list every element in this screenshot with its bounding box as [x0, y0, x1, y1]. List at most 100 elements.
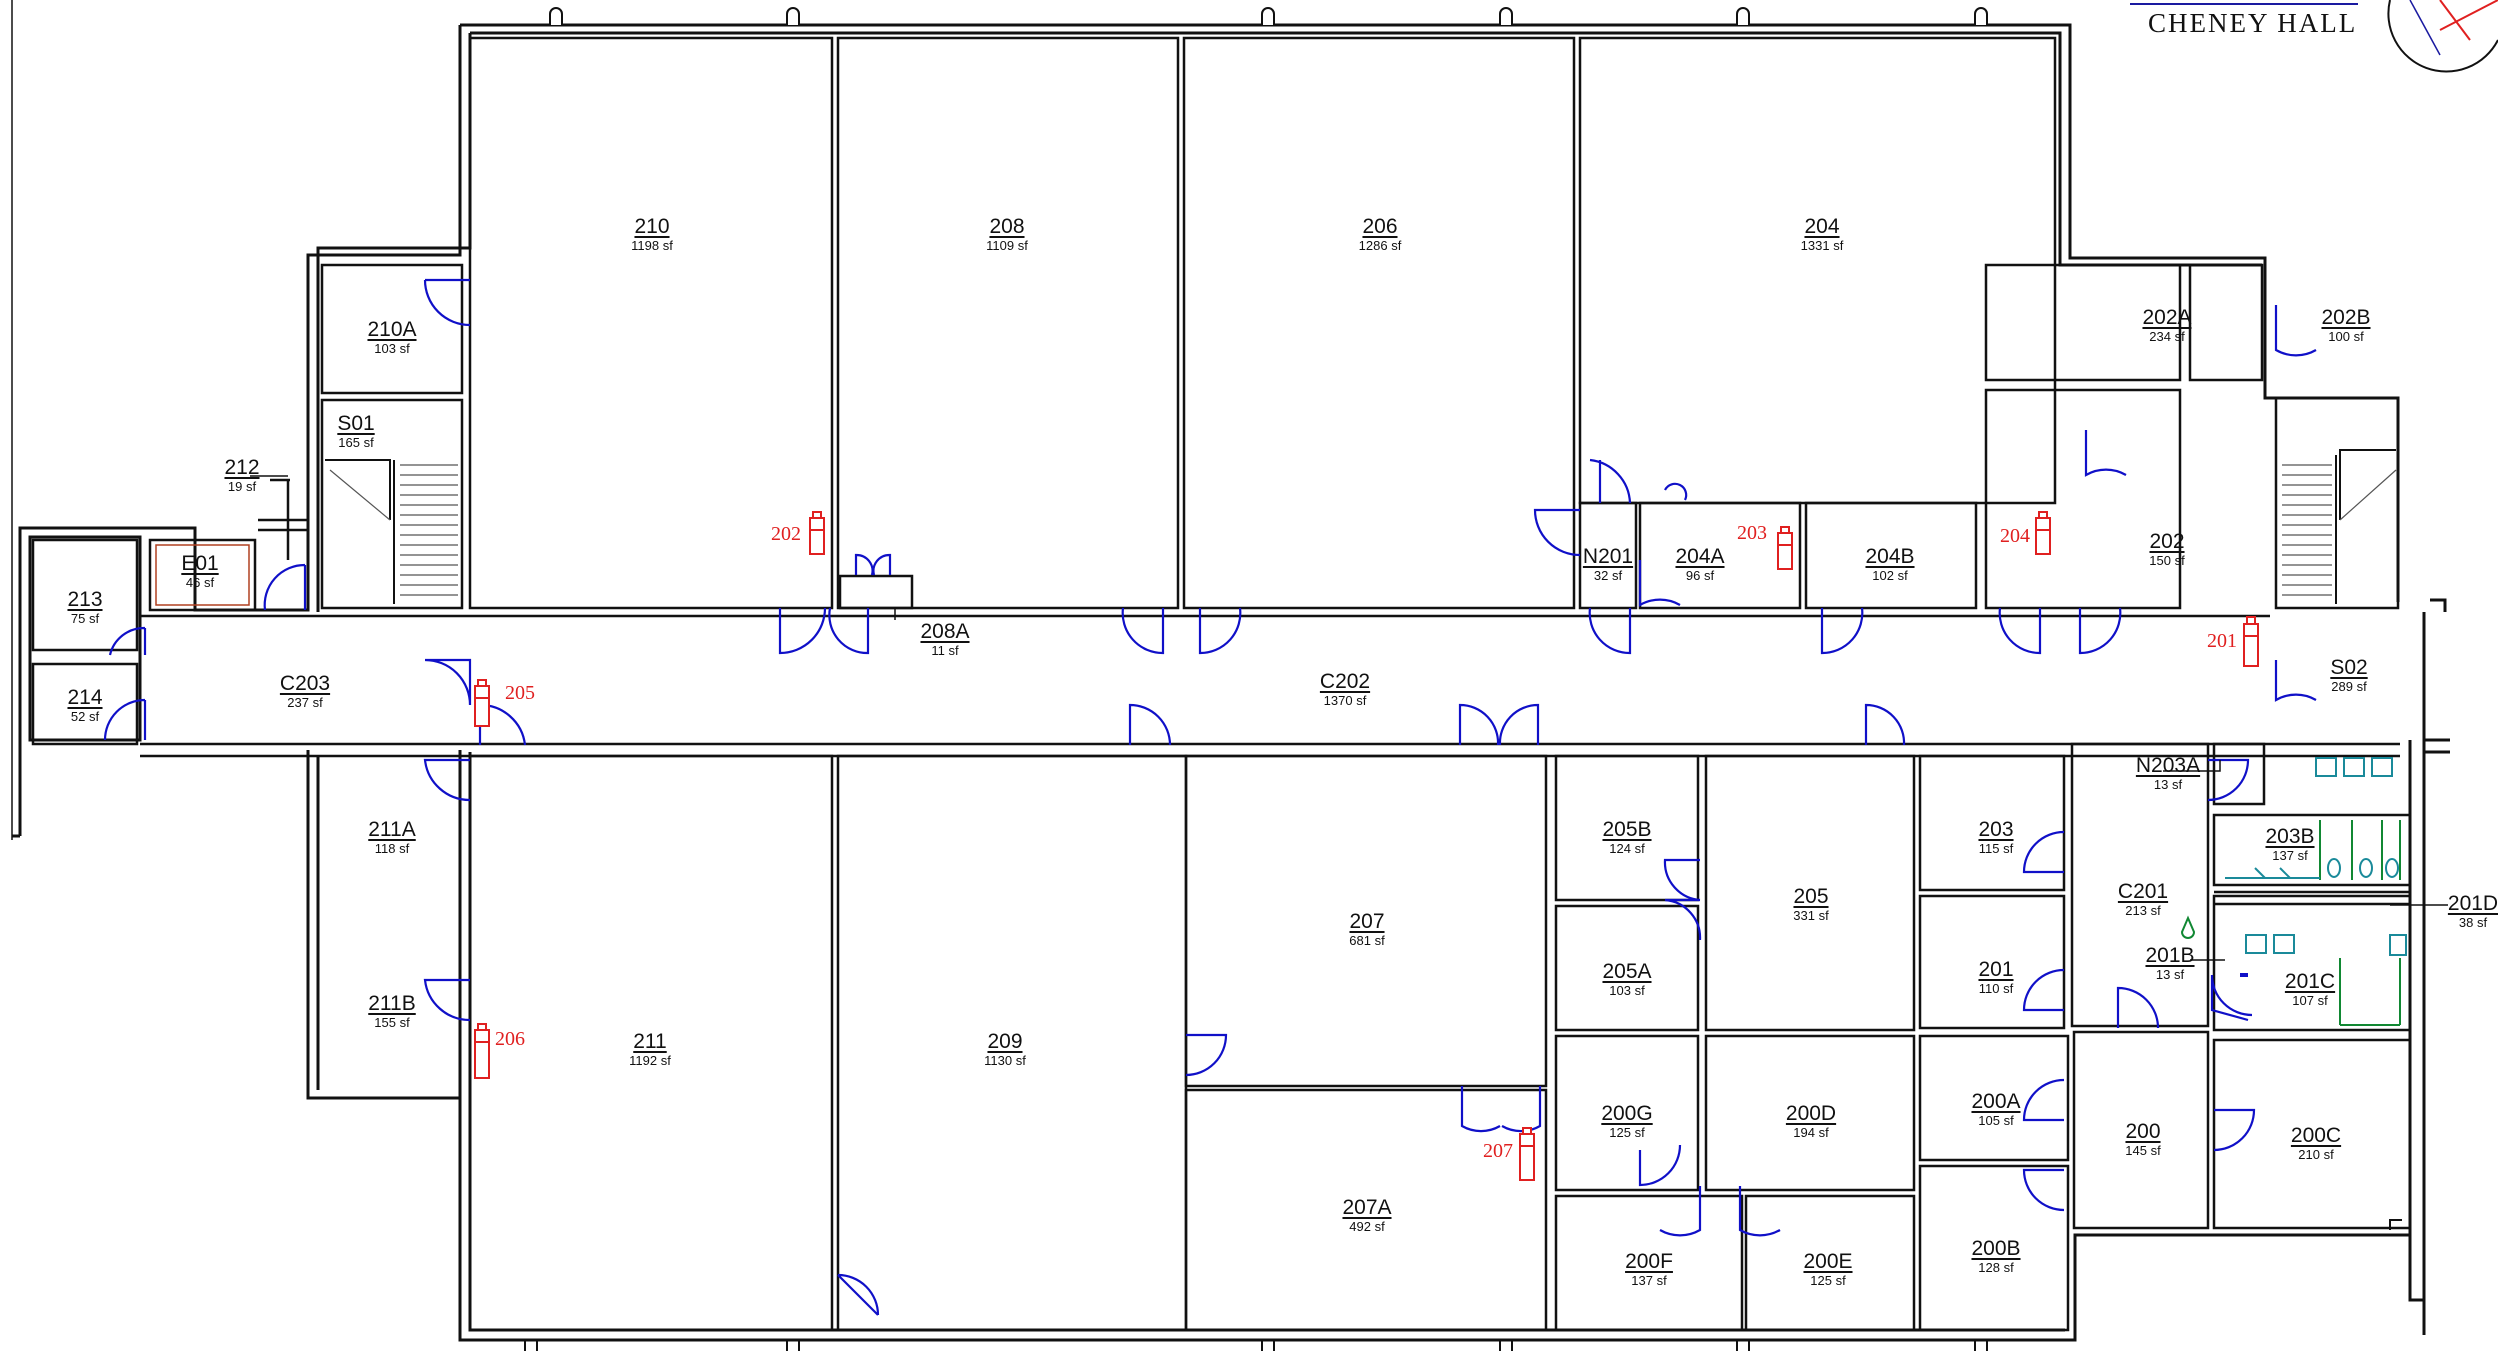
room-number: 204B [1865, 545, 1915, 568]
room-area: 115 sf [1978, 841, 2014, 857]
extinguisher-label: 202 [771, 523, 801, 545]
room-area: 1331 sf [1800, 238, 1844, 254]
room-number: 213 [67, 588, 103, 611]
room-area: 13 sf [2153, 777, 2183, 793]
room-number: 200A [1971, 1090, 2021, 1113]
room-number: 205 [1793, 885, 1829, 908]
room-number: 205A [1602, 960, 1652, 983]
room-area: 124 sf [1609, 841, 1645, 857]
compass-icon [2387, 0, 2498, 73]
room-number: 204 [1804, 215, 1840, 238]
room-number: 208 [989, 215, 1025, 238]
room-number: 201 [1978, 958, 2014, 981]
interior-walls [31, 36, 2412, 1332]
room-number: N201 [1582, 545, 1634, 568]
room-area: 103 sf [1609, 983, 1645, 999]
room-area: 19 sf [227, 479, 257, 495]
room-area: 165 sf [338, 435, 374, 451]
room-number: 202 [2149, 530, 2185, 553]
room-area: 105 sf [1978, 1113, 2014, 1129]
extinguisher-202-icon [809, 511, 825, 555]
room-number: C201 [2117, 880, 2169, 903]
room-number: 208A [920, 620, 970, 643]
room-number: S01 [337, 412, 375, 435]
room-area: 38 sf [2458, 915, 2488, 931]
restroom-fixtures [2180, 757, 2407, 1026]
extinguisher-label: 205 [505, 682, 535, 704]
room-number: E01 [181, 552, 219, 575]
extinguisher-label: 203 [1737, 522, 1767, 544]
window-notches [524, 7, 2402, 1351]
room-area: 213 sf [2125, 903, 2161, 919]
extinguisher-204-icon [2035, 511, 2051, 555]
extinguisher-207-icon [1519, 1127, 1535, 1181]
stair-s01 [325, 459, 458, 604]
room-number: 201D [2447, 892, 2498, 915]
room-number: 206 [1362, 215, 1398, 238]
room-area: 237 sf [287, 695, 323, 711]
room-number: 210A [367, 318, 417, 341]
room-number: 209 [987, 1030, 1023, 1053]
room-area: 52 sf [70, 709, 100, 725]
room-area: 110 sf [1978, 981, 2014, 997]
room-number: C203 [279, 672, 331, 695]
extinguisher-label: 201 [2207, 630, 2237, 652]
extinguisher-206-icon [474, 1023, 490, 1079]
room-number: S02 [2330, 656, 2368, 679]
room-area: 150 sf [2149, 553, 2185, 569]
stair-s02 [2282, 449, 2397, 604]
room-area: 155 sf [374, 1015, 410, 1031]
room-area: 331 sf [1793, 908, 1829, 924]
room-area: 46 sf [185, 575, 215, 591]
room-area: 96 sf [1685, 568, 1715, 584]
room-number: 200G [1601, 1102, 1653, 1125]
room-number: 201C [2284, 970, 2336, 993]
room-number: 203 [1978, 818, 2014, 841]
room-area: 125 sf [1609, 1125, 1645, 1141]
room-number: 200C [2290, 1124, 2342, 1147]
room-number: 202A [2142, 306, 2192, 329]
room-area: 118 sf [374, 841, 410, 857]
room-area: 103 sf [374, 341, 410, 357]
building-title: CHENEY HALL [2148, 8, 2358, 38]
room-area: 1130 sf [984, 1053, 1026, 1069]
extinguisher-205-icon [474, 679, 490, 727]
room-area: 102 sf [1872, 568, 1908, 584]
label-leaders [250, 475, 2448, 961]
room-number: 200B [1971, 1237, 2021, 1260]
extinguisher-label: 206 [495, 1028, 525, 1050]
room-number: 204A [1675, 545, 1725, 568]
room-area: 1370 sf [1323, 693, 1367, 709]
